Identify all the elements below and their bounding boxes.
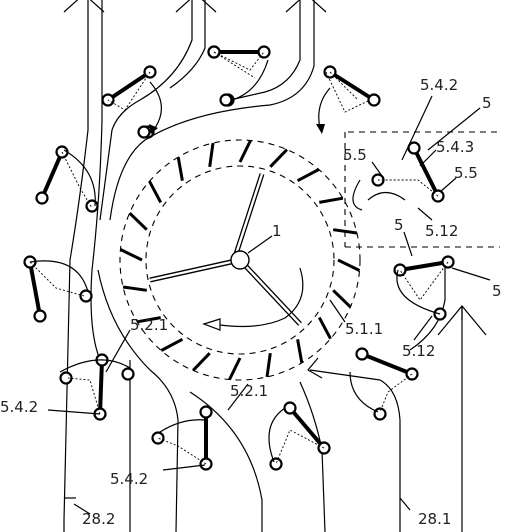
label-5-mid: 5	[394, 216, 404, 234]
rotor-blade	[317, 316, 332, 340]
rotor-blade	[208, 142, 215, 168]
linkage-bar	[98, 358, 104, 416]
label-5-4-3: 5.4.3	[436, 138, 474, 156]
label-5-5-a: 5.5	[343, 146, 367, 164]
rotor-blade	[192, 352, 211, 372]
dashed-reference-lines	[344, 131, 500, 248]
label-28-1: 28.1	[418, 510, 451, 528]
linkage-bar	[40, 150, 64, 200]
rotor-blade	[332, 289, 352, 308]
rotor-blade	[148, 180, 163, 204]
pivot-circle	[33, 309, 47, 323]
linkage-bar	[360, 352, 414, 376]
rotor-hub	[149, 173, 302, 326]
label-5-right: 5	[492, 282, 502, 300]
rotor-blade	[122, 285, 148, 292]
rotor-blade	[176, 156, 184, 181]
rotor-blade	[136, 316, 161, 324]
label-5-12-b: 5.12	[402, 342, 435, 360]
pivot-circle	[257, 45, 271, 59]
pivot-circle	[79, 289, 93, 303]
label-28-2: 28.2	[82, 510, 115, 528]
rotor-blade	[269, 148, 288, 168]
flow-channel-lines	[63, 0, 446, 532]
rotor-blade	[119, 248, 143, 262]
pivot-circle	[407, 141, 421, 155]
label-5-5-b: 5.5	[454, 164, 478, 182]
rotor-blade	[228, 357, 242, 381]
top-flow-arrows	[63, 0, 327, 13]
pivot-circle	[393, 263, 407, 277]
label-5-4-2-top: 5.4.2	[420, 76, 458, 94]
label-5-4-2-left: 5.4.2	[0, 398, 38, 416]
pivot-circle	[367, 93, 381, 107]
pivot-circle	[355, 347, 369, 361]
rotor-blade	[332, 228, 358, 235]
construction-lines	[29, 51, 449, 465]
pivot-circle	[59, 371, 73, 385]
rotor-blade	[160, 337, 184, 352]
pivot-circle	[35, 191, 49, 205]
linkage-bar	[28, 260, 42, 318]
label-1: 1	[272, 222, 282, 240]
rotor-blades	[119, 139, 361, 381]
linkage-bar	[398, 260, 450, 272]
label-5-2-1-b: 5.2.1	[230, 382, 268, 400]
pivot-circle	[151, 431, 165, 445]
labels: 1 5.4.2 5 5.5 5.4.3 5.5 5.12 5 5 5.1.1 5…	[0, 76, 502, 528]
pivot-circle	[219, 93, 233, 107]
leader-lines	[47, 95, 491, 515]
label-5-4-2-bottom: 5.4.2	[110, 470, 148, 488]
linkage-bar	[106, 70, 152, 102]
rotor-blade	[319, 196, 344, 204]
inlet-arrow	[307, 357, 323, 379]
label-5-top: 5	[482, 94, 492, 112]
pivot-circle	[373, 407, 387, 421]
motion-arcs	[29, 59, 441, 463]
rotation-arrow	[202, 267, 304, 331]
pivot-circle	[269, 457, 283, 471]
pivot-circle	[199, 405, 213, 419]
central-rotor	[119, 139, 361, 381]
pivot-circle	[283, 401, 297, 415]
label-5-2-1-a: 5.2.1	[130, 316, 168, 334]
linkage-bar	[412, 146, 440, 198]
rotor-blade	[337, 258, 361, 272]
pivot-circle	[137, 125, 151, 139]
rotor-blade	[265, 352, 272, 378]
rotor-blade	[296, 168, 320, 183]
label-5-1-1: 5.1.1	[345, 320, 383, 338]
linkage-bar	[328, 70, 376, 102]
rotor-blade	[238, 139, 252, 163]
linkage-bar	[288, 406, 326, 450]
rotor-blade	[296, 339, 304, 364]
label-5-12-a: 5.12	[425, 222, 458, 240]
pivot-circle	[121, 367, 135, 381]
bottom-right-arrow	[437, 305, 487, 532]
rotor-blade	[128, 212, 148, 231]
